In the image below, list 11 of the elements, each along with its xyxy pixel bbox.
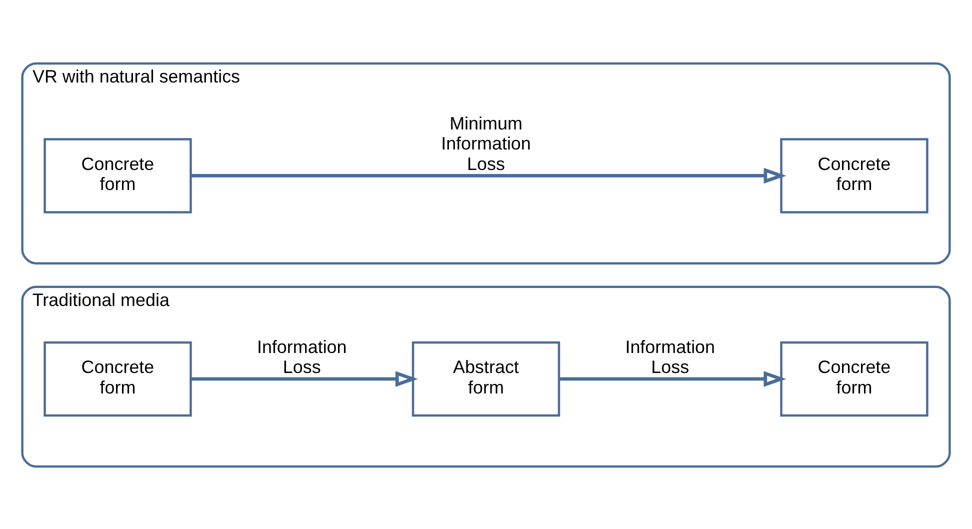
arrow (559, 370, 786, 386)
arrow (190, 370, 418, 386)
node-box: Concrete form (780, 340, 928, 416)
arrow (190, 167, 786, 184)
node-box: Concrete form (44, 138, 192, 213)
node-box: Concrete form (44, 340, 192, 416)
edge-label: Information Loss (256, 336, 347, 377)
node-box: Concrete form (780, 138, 928, 213)
edge-label: Information Loss (625, 336, 716, 377)
edge-label: Minimum Information Loss (441, 112, 531, 174)
node-box: Abstract form (412, 340, 560, 416)
